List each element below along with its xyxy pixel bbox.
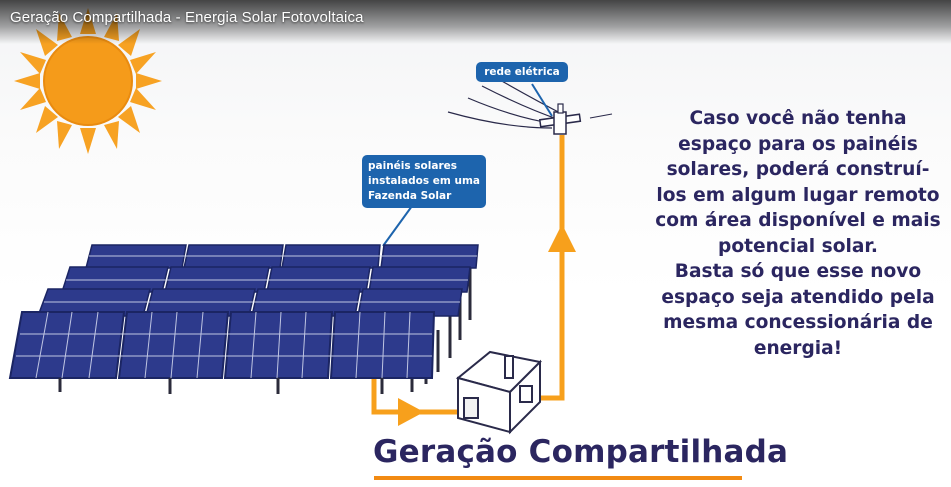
power-pole-icon bbox=[447, 79, 613, 135]
explanation-paragraph-2: Basta só que esse novo espaço seja atend… bbox=[661, 261, 935, 359]
explanation-text: Caso você não tenha espaço para os painé… bbox=[655, 106, 941, 361]
arrow-right-icon bbox=[398, 398, 424, 426]
solar-panels-icon bbox=[8, 244, 479, 394]
explanation-paragraph-1: Caso você não tenha espaço para os painé… bbox=[655, 108, 941, 257]
house-icon bbox=[455, 350, 543, 435]
footer-underline bbox=[374, 476, 742, 480]
callout-solar-panels: painéis solares instalados em uma Fazend… bbox=[362, 155, 486, 208]
video-title[interactable]: Geração Compartilhada - Energia Solar Fo… bbox=[10, 9, 364, 26]
callout-power-grid: rede elétrica bbox=[476, 62, 568, 82]
footer-title: Geração Compartilhada bbox=[373, 434, 789, 470]
video-title-bar: Geração Compartilhada - Energia Solar Fo… bbox=[0, 0, 951, 44]
arrow-up-icon bbox=[548, 224, 576, 252]
